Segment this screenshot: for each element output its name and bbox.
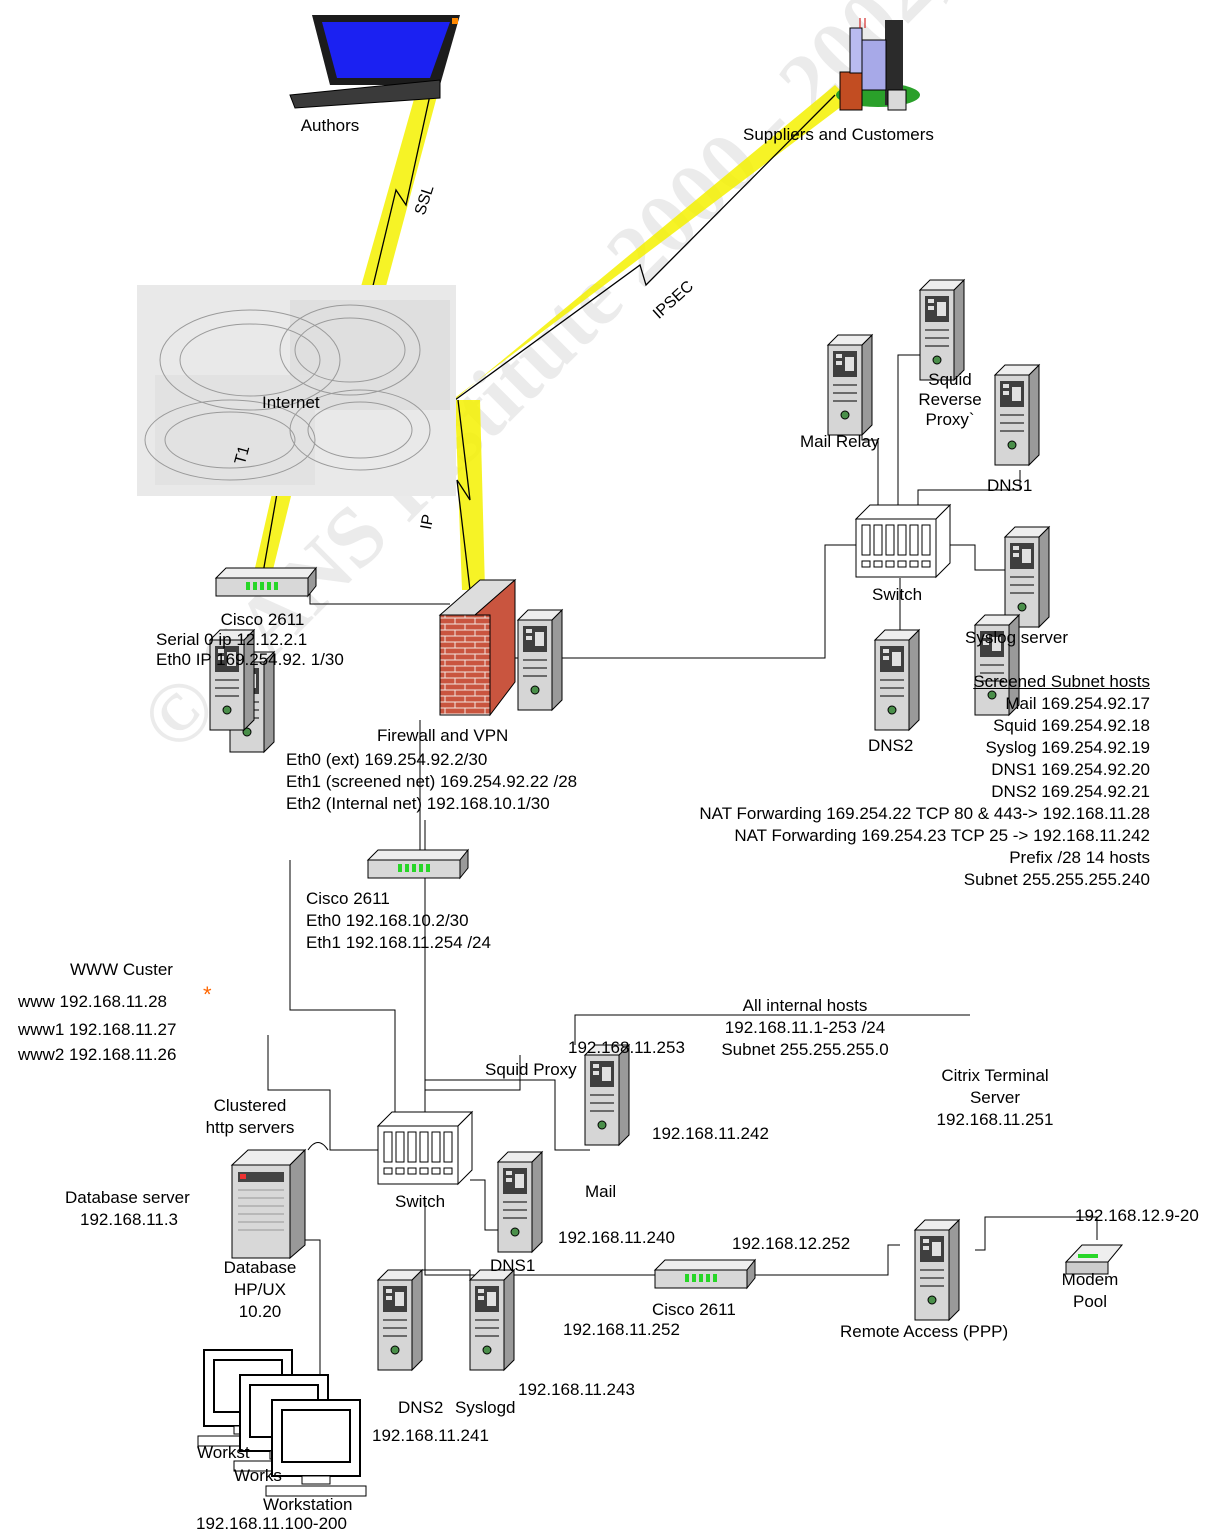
www1-ip: www1 192.168.11.27 [18,1020,176,1040]
modem-ip: 192.168.12.9-20 [1075,1206,1199,1226]
dns1-bottom-ip: 192.168.11.240 [558,1228,675,1248]
www-title: WWW Custer [70,960,173,980]
router-bottom-ip-top: 192.168.12.252 [732,1234,850,1254]
router-top-serial: Serial 0 ip 12.12.2.1 [156,630,307,650]
screened-line: Mail 169.254.92.17 [560,694,1150,714]
switch-top-label: Switch [872,585,922,605]
router-mid-name: Cisco 2611 [306,889,390,909]
router-bottom-name: Cisco 2611 [652,1300,736,1320]
syslog-server-icon [1005,527,1049,627]
squid-reverse-server-icon [920,280,964,380]
dns1-top-server-icon [995,365,1039,465]
mail-server-icon [585,1045,629,1145]
workstation-label-3: Workstation [263,1495,352,1515]
syslogd-server-icon [470,1270,514,1370]
citrix-name-2: Server [920,1088,1070,1108]
internal-subnet: Subnet 255.255.255.0 [690,1040,920,1060]
squid-reverse-label-1: Squid [915,370,985,390]
squid-proxy-ip: 192.168.11.253 [568,1038,685,1058]
www-star: * [203,985,212,1005]
router-mid-icon [368,850,468,878]
switch-bottom-label: Switch [395,1192,445,1212]
modem-name-1: Modem [1050,1270,1130,1290]
screened-line: DNS1 169.254.92.20 [560,760,1150,780]
internet-label: Internet [262,393,320,413]
router-mid-eth0: Eth0 192.168.10.2/30 [306,911,469,931]
db-name-1: Database [210,1258,310,1278]
db-ip: 192.168.11.3 [80,1210,178,1230]
router-mid-eth1: Eth1 192.168.11.254 /24 [306,933,491,953]
internal-range: 192.168.11.1-253 /24 [700,1018,910,1038]
db-name-3: 10.20 [210,1302,310,1322]
workstation-range: 192.168.11.100-200 [196,1514,347,1534]
building-icon [836,18,920,110]
dns2-bottom-ip: 192.168.11.241 [372,1426,489,1446]
suppliers-label: Suppliers and Customers [743,125,934,145]
switch-bottom-icon [378,1112,472,1184]
syslogd-name: Syslogd [455,1398,515,1418]
screened-line: Subnet 255.255.255.240 [560,870,1150,890]
internal-title: All internal hosts [700,996,910,1016]
firewall-eth0: Eth0 (ext) 169.254.92.2/30 [286,750,487,770]
www-ip: www 192.168.11.28 [18,992,167,1012]
screened-line: Prefix /28 14 hosts [560,848,1150,868]
squid-proxy-name: Squid Proxy [485,1060,577,1080]
workstation-icons [198,1350,366,1496]
workstation-label-1: Workst [197,1443,250,1463]
squid-reverse-label-2: Reverse [915,390,985,410]
modem-name-2: Pool [1050,1292,1130,1312]
mail-relay-label: Mail Relay [800,432,879,452]
workstation-label-2: Works [234,1466,282,1486]
remote-access-server-icon [915,1220,959,1320]
citrix-name-1: Citrix Terminal [920,1066,1070,1086]
squid-proxy-server-icon [518,610,562,710]
remote-access-label: Remote Access (PPP) [840,1322,1008,1342]
squid-reverse-label-3: Proxy` [915,410,985,430]
authors-label: Authors [280,116,380,136]
firewall-eth2: Eth2 (Internal net) 192.168.10.1/30 [286,794,550,814]
firewall-name: Firewall and VPN [377,726,508,746]
screened-line: NAT Forwarding 169.254.22 TCP 80 & 443->… [560,804,1150,824]
mail-relay-server-icon [828,335,872,435]
router-bottom-ip-bottom: 192.168.11.252 [563,1320,680,1340]
screened-lines: Mail 169.254.92.17 Squid 169.254.92.18 S… [560,694,1150,890]
db-name-2: HP/UX [210,1280,310,1300]
syslog-server-label: Syslog server [965,628,1068,648]
screened-line: Squid 169.254.92.18 [560,716,1150,736]
router-top-eth0: Eth0 IP 169.254.92. 1/30 [156,650,344,670]
router-top-icon [216,568,316,596]
internet-cloud [137,285,456,496]
clustered-label-1: Clustered [195,1096,305,1116]
database-server-icon [232,1150,305,1258]
www2-ip: www2 192.168.11.26 [18,1045,176,1065]
dns2-bottom-server-icon [378,1270,422,1370]
syslogd-ip: 192.168.11.243 [518,1380,635,1400]
citrix-ip: 192.168.11.251 [920,1110,1070,1130]
screened-line: NAT Forwarding 169.254.23 TCP 25 -> 192.… [560,826,1150,846]
firewall-icon [440,580,515,715]
screened-title: Screened Subnet hosts [880,672,1150,692]
router-bottom-icon [655,1260,755,1288]
screened-line: DNS2 169.254.92.21 [560,782,1150,802]
router-top-name: Cisco 2611 [150,610,375,630]
laptop-icon [290,15,460,108]
firewall-eth1: Eth1 (screened net) 169.254.92.22 /28 [286,772,577,792]
clustered-label-2: http servers [195,1118,305,1138]
db-title: Database server [65,1188,190,1208]
switch-top-icon [856,505,950,577]
mail-ip: 192.168.11.242 [652,1124,769,1144]
dns1-top-label: DNS1 [987,476,1032,496]
screened-line: Syslog 169.254.92.19 [560,738,1150,758]
dns1-bottom-name: DNS1 [490,1256,535,1276]
link-label-ip: IP [418,513,438,531]
dns1-bottom-server-icon [498,1152,542,1252]
mail-name: Mail [585,1182,616,1202]
dns2-bottom-name: DNS2 [398,1398,443,1418]
